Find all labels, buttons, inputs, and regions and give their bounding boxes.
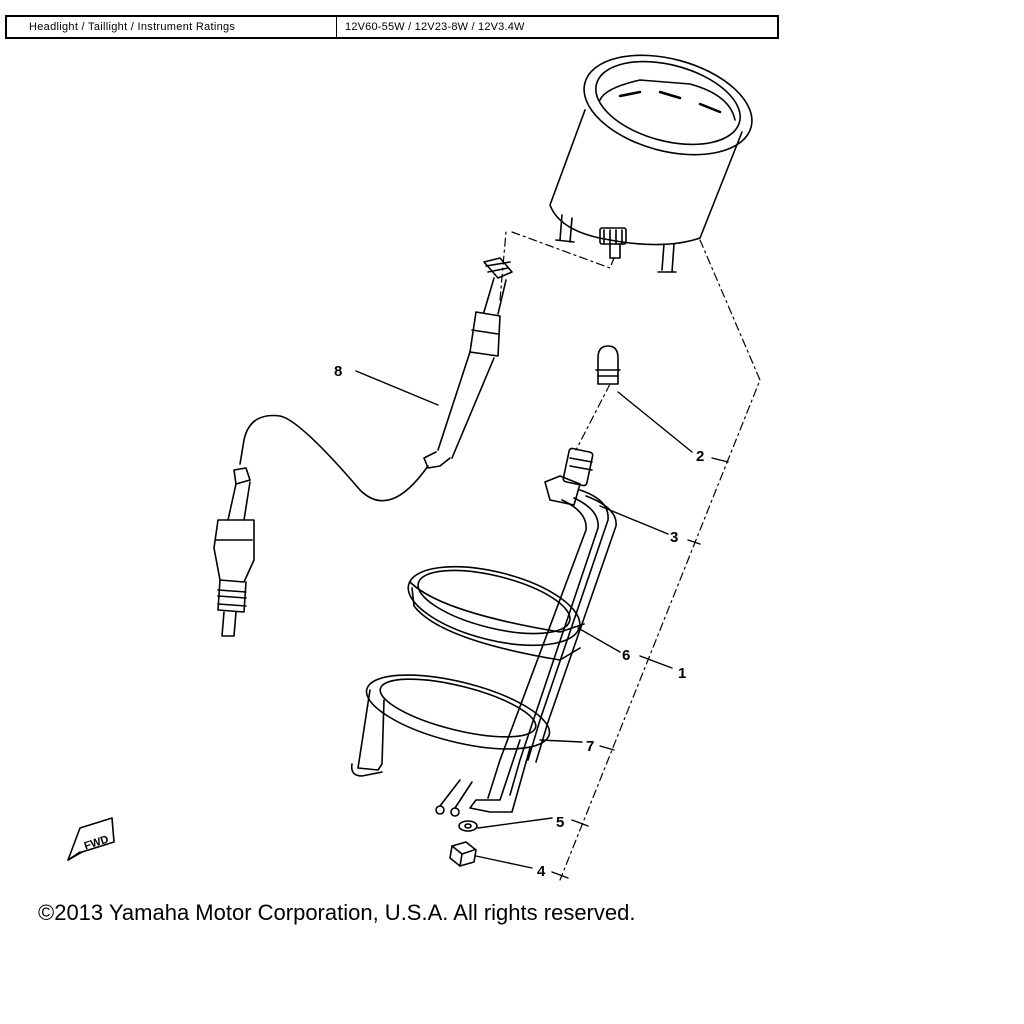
callout-1: 1 [678,665,686,682]
washer [458,820,478,832]
bulb [595,345,621,385]
callout-6: 6 [622,647,630,664]
meter-cover [407,565,585,661]
meter-bracket [350,674,551,813]
callout-4: 4 [537,863,546,880]
alignment-lines [499,231,761,881]
fwd-label: FWD [83,833,111,852]
nut [449,841,477,867]
ratings-label: Headlight / Taillight / Instrument Ratin… [7,17,337,37]
ratings-bar: Headlight / Taillight / Instrument Ratin… [5,15,779,39]
callout-3: 3 [670,529,678,546]
callout-8: 8 [334,363,342,380]
leader-lines [355,370,729,879]
callout-5: 5 [556,814,564,831]
speedometer-unit [549,54,753,273]
callout-2: 2 [696,448,704,465]
bulb-socket-cord [435,447,617,817]
copyright-text: ©2013 Yamaha Motor Corporation, U.S.A. A… [38,900,636,925]
fwd-arrow-icon [67,817,115,861]
speedometer-cable [213,257,513,637]
ratings-value: 12V60-55W / 12V23-8W / 12V3.4W [345,21,525,33]
callout-7: 7 [586,738,594,755]
